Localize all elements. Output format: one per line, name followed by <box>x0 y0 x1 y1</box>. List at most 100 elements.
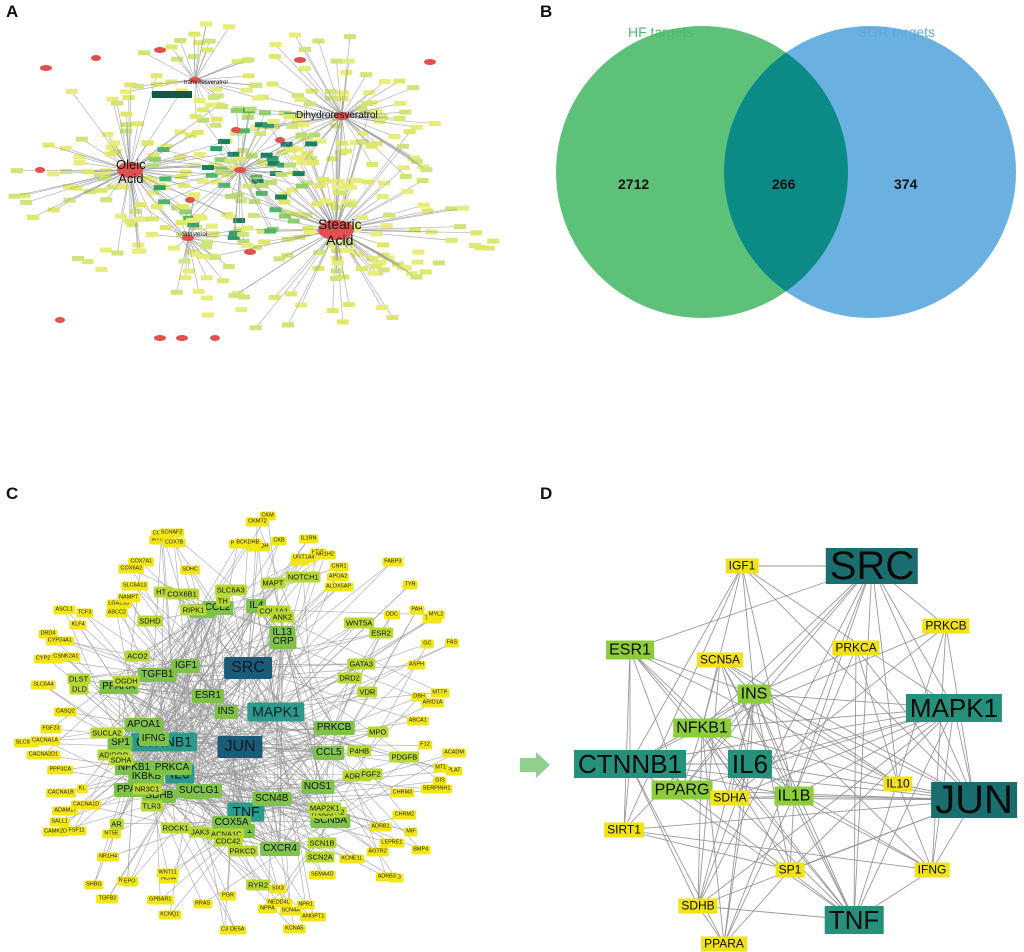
target-node <box>177 204 189 209</box>
hub-edge <box>794 566 872 796</box>
target-node <box>165 44 177 49</box>
hub-gene-node-ins: INS <box>738 685 771 704</box>
gene-node-rock1: ROCK1 <box>161 822 191 833</box>
target-node <box>282 322 294 327</box>
target-node <box>201 295 213 300</box>
target-node <box>330 276 342 281</box>
gene-node-serpinh1: SERPINH1 <box>421 785 453 794</box>
target-node <box>201 47 213 52</box>
gene-node-mapt: MAPT <box>261 577 286 588</box>
gene-node-drd2: DRD2 <box>337 673 361 684</box>
gene-node-tgfb2: TGFB2 <box>97 895 119 904</box>
gene-node-ccl5: CCL5 <box>313 746 345 760</box>
network-edge <box>275 56 342 116</box>
target-node <box>74 160 86 165</box>
gene-node-fas: FAS <box>445 639 459 648</box>
gene-node-apoa1: APOA1 <box>124 718 163 732</box>
target-node <box>370 264 382 269</box>
gene-node-kcna5: KCNA5 <box>283 925 305 934</box>
gene-node-pgr: PGR <box>220 892 236 901</box>
target-node <box>242 57 254 62</box>
compound-node <box>154 47 166 53</box>
target-node <box>343 59 355 64</box>
target-node <box>242 226 254 231</box>
target-node <box>333 179 345 184</box>
gene-node-sdhc: SDHC <box>180 566 200 575</box>
gene-node-jak3: JAK3 <box>189 826 211 837</box>
gene-node-tlr3: TLR3 <box>140 800 162 811</box>
target-node <box>201 275 213 280</box>
target-node <box>389 134 401 139</box>
target-node <box>445 206 457 211</box>
target-node <box>420 269 432 274</box>
target-node <box>134 248 146 253</box>
target-node <box>158 199 170 204</box>
gene-node-chrm2: CHRM2 <box>393 811 417 820</box>
target-node <box>336 141 348 146</box>
compound-node <box>154 335 166 341</box>
target-node <box>200 244 212 249</box>
gene-node-angpt1: ANGPT1 <box>300 912 326 921</box>
hub-gene-node-ctnnb1: CTNNB1 <box>574 750 686 778</box>
target-node <box>157 147 169 152</box>
target-node <box>218 139 230 144</box>
gene-node-ugt1a4: UGT1A4 <box>291 554 316 563</box>
gene-node-esr1: ESR1 <box>192 689 224 703</box>
target-node <box>377 242 389 247</box>
gene-node-suclg1: SUCLG1 <box>176 784 222 798</box>
target-node <box>429 121 441 126</box>
target-node <box>269 295 281 300</box>
gene-node-gc: GC <box>421 639 433 648</box>
hub-edge <box>630 650 702 728</box>
gene-node-sdhd: SDHD <box>137 615 162 626</box>
target-node <box>366 162 378 167</box>
target-node <box>132 121 144 126</box>
hub-gene-node-ppara: PPARA <box>701 937 747 952</box>
target-node <box>293 171 305 176</box>
gene-node-mt1: MT1 <box>433 764 448 773</box>
target-node <box>305 141 317 146</box>
gene-node-gis: GIS <box>433 777 446 786</box>
gene-node-crp: CRP <box>270 635 297 649</box>
hub-edge <box>742 566 754 694</box>
target-node <box>237 232 249 237</box>
target-node <box>344 34 356 39</box>
hub-gene-node-il1b: IL1B <box>775 787 814 806</box>
target-node <box>138 50 150 55</box>
target-node <box>121 112 133 117</box>
overlap-count: 266 <box>772 176 795 192</box>
hub-label-oleic-acid: Oleic Acid <box>116 158 146 186</box>
target-node <box>335 190 347 195</box>
target-node <box>345 203 357 208</box>
target-node <box>285 291 297 296</box>
gene-node-kcne1l: KCNE1L <box>339 854 364 863</box>
gene-node-th: TH <box>216 595 230 606</box>
gene-node-slc6a13: SLC6A13 <box>121 582 149 591</box>
target-node <box>394 116 406 121</box>
target-node <box>82 169 94 174</box>
gene-node-bmp4: BMP4 <box>411 845 430 854</box>
compound-node <box>244 249 256 255</box>
target-node <box>208 95 220 100</box>
panel-b-letter: B <box>540 2 552 22</box>
target-node <box>154 185 166 190</box>
gene-node-ar: AR <box>109 818 123 829</box>
target-node <box>215 169 227 174</box>
gene-node-scn4b: SCN4B <box>252 792 291 806</box>
target-node <box>11 168 23 173</box>
target-node <box>313 250 325 255</box>
compound-node <box>185 197 195 203</box>
hub-gene-node-nfkb1: NFKB1 <box>673 719 731 738</box>
gene-node-abcc2: ABCC2 <box>106 608 128 617</box>
target-node <box>285 148 297 153</box>
target-node <box>105 151 117 156</box>
target-node <box>115 214 127 219</box>
target-node <box>201 239 213 244</box>
target-node <box>376 305 388 310</box>
hub-edge <box>724 870 790 944</box>
target-node <box>232 59 244 64</box>
target-node <box>337 319 349 324</box>
target-node <box>418 203 430 208</box>
gene-node-ckb: CKB <box>271 537 286 546</box>
target-node <box>250 325 262 330</box>
